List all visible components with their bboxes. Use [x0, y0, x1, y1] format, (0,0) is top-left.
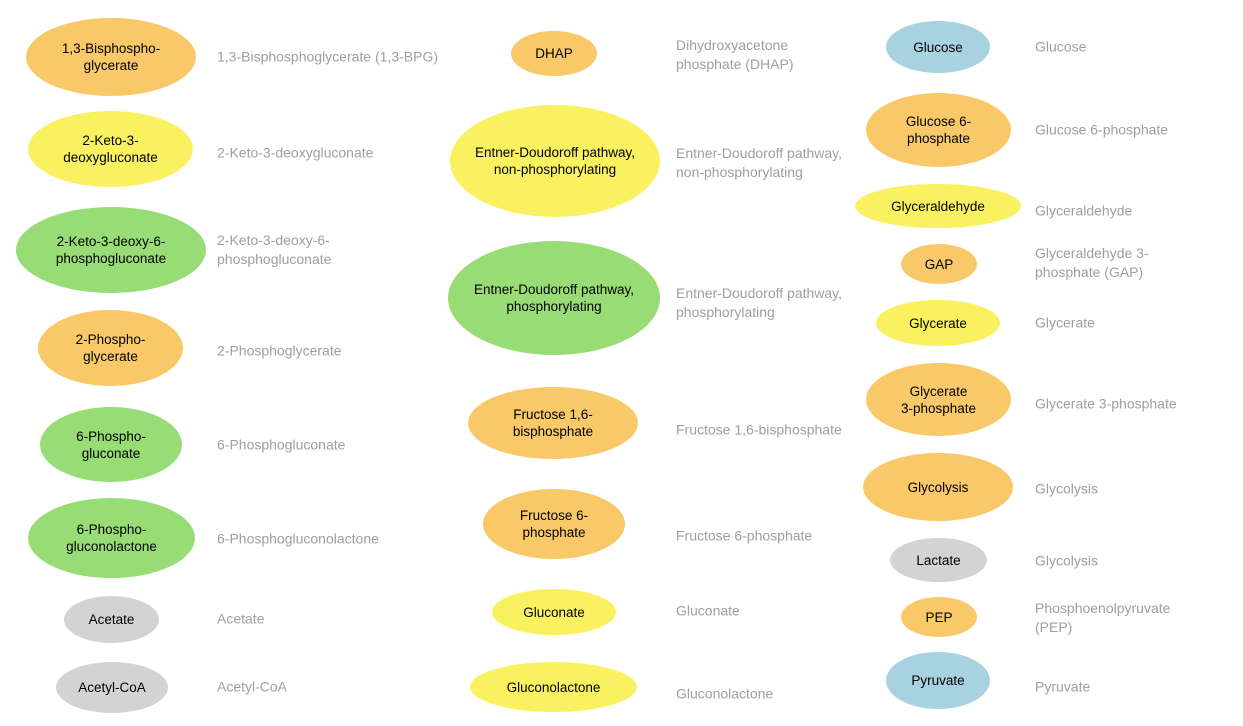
shape-label: DHAP — [535, 46, 573, 61]
label-gluconolactone: Gluconolactone — [676, 685, 774, 702]
shape-label: Entner-Doudoroff pathway, non-phosphoryl… — [474, 145, 636, 177]
shape-glycerate[interactable]: Glycerate — [876, 300, 1000, 346]
label-glycerate: Glycerate — [1035, 314, 1095, 331]
shape-label: 6-Phospho- gluconate — [76, 428, 146, 461]
shape-label: Glucose 6- phosphate — [905, 114, 972, 146]
label-6-phosphogluconate: 6-Phosphogluconate — [217, 436, 346, 453]
label-glucose-6-phosphate: Glucose 6-phosphate — [1035, 121, 1169, 138]
shape-ed-pathway-non-phosphorylating[interactable]: Entner-Doudoroff pathway, non-phosphoryl… — [450, 105, 660, 217]
label-2-keto-3-deoxygluconate: 2-Keto-3-deoxygluconate — [217, 144, 374, 161]
shape-2-keto-3-deoxygluconate[interactable]: 2-Keto-3- deoxygluconate — [28, 111, 193, 187]
shape-gluconate[interactable]: Gluconate — [492, 589, 616, 635]
label-acetate: Acetate — [217, 610, 265, 627]
label-gluconate: Gluconate — [676, 602, 740, 619]
label-2-keto-3-deoxy-6-phosphogluconate: 2-Keto-3-deoxy-6- phosphogluconate — [217, 232, 332, 267]
label-6-phosphogluconolactone: 6-Phosphogluconolactone — [217, 530, 379, 547]
shape-2-keto-3-deoxy-6-phosphogluconate[interactable]: 2-Keto-3-deoxy-6- phosphogluconate — [16, 207, 206, 293]
shape-fructose-6-phosphate[interactable]: Fructose 6- phosphate — [483, 489, 625, 559]
label-glyceraldehyde: Glyceraldehyde — [1035, 202, 1133, 219]
shape-label: 2-Keto-3- deoxygluconate — [63, 133, 158, 165]
label-pyruvate: Pyruvate — [1035, 678, 1091, 695]
shape-label: Fructose 6- phosphate — [519, 508, 589, 540]
shape-1-3-bisphosphoglycerate[interactable]: 1,3-Bisphospho- glycerate — [26, 18, 196, 96]
shape-glycolysis[interactable]: Glycolysis — [863, 453, 1013, 521]
shape-label: Gluconate — [523, 604, 585, 620]
label-fructose-1-6-bisphosphate: Fructose 1,6-bisphosphate — [676, 421, 842, 438]
label-2-phosphoglycerate: 2-Phosphoglycerate — [217, 342, 342, 359]
label-glucose: Glucose — [1035, 38, 1087, 55]
label-ed-pathway-phosphorylating: Entner-Doudoroff pathway, phosphorylatin… — [676, 285, 843, 320]
label-fructose-6-phosphate: Fructose 6-phosphate — [676, 527, 813, 544]
label-pep: Phosphoenolpyruvate (PEP) — [1035, 600, 1171, 635]
shape-label: Pyruvate — [911, 673, 965, 688]
shape-label: 2-Keto-3-deoxy-6- phosphogluconate — [55, 234, 167, 266]
shape-label: Acetate — [88, 612, 135, 627]
shape-label: Lactate — [916, 552, 961, 568]
shape-acetyl-coa[interactable]: Acetyl-CoA — [56, 662, 168, 713]
shape-label: Glycerate — [909, 315, 967, 331]
shape-label: Gluconolactone — [506, 679, 601, 695]
shape-lactate[interactable]: Lactate — [890, 538, 987, 582]
shape-label: 2-Phospho- glycerate — [75, 332, 146, 364]
shape-label: Entner-Doudoroff pathway, phosphorylatin… — [473, 282, 635, 314]
shape-ed-pathway-phosphorylating[interactable]: Entner-Doudoroff pathway, phosphorylatin… — [448, 241, 660, 355]
label-ed-pathway-non-phosphorylating: Entner-Doudoroff pathway, non-phosphoryl… — [676, 145, 843, 180]
shape-glyceraldehyde[interactable]: Glyceraldehyde — [855, 184, 1021, 228]
shape-glucose[interactable]: Glucose — [886, 21, 990, 73]
shape-label: Glyceraldehyde — [891, 198, 985, 214]
shape-pyruvate[interactable]: Pyruvate — [886, 652, 990, 709]
shape-label: Glucose — [913, 39, 963, 55]
label-1-3-bisphosphoglycerate: 1,3-Bisphosphoglycerate (1,3-BPG) — [217, 48, 438, 65]
shape-label: Fructose 1,6- bisphosphate — [512, 407, 594, 439]
shape-6-phosphogluconolactone[interactable]: 6-Phospho- gluconolactone — [28, 498, 195, 578]
shape-acetate[interactable]: Acetate — [64, 596, 159, 643]
label-dhap: Dihydroxyacetone phosphate (DHAP) — [676, 37, 794, 72]
shape-pep[interactable]: PEP — [901, 597, 977, 637]
label-acetyl-coa: Acetyl-CoA — [217, 678, 288, 695]
shape-label: GAP — [924, 256, 954, 272]
shape-2-phosphoglycerate[interactable]: 2-Phospho- glycerate — [38, 310, 183, 386]
shape-glycerate-3-phosphate[interactable]: Glycerate 3-phosphate — [866, 363, 1011, 436]
shape-label: 1,3-Bisphospho- glycerate — [61, 41, 161, 73]
shape-fructose-1-6-bisphosphate[interactable]: Fructose 1,6- bisphosphate — [468, 387, 638, 459]
label-lactate: Glycolysis — [1035, 552, 1099, 569]
shape-label: Glycerate 3-phosphate — [900, 383, 977, 416]
label-gap: Glyceraldehyde 3- phosphate (GAP) — [1035, 245, 1149, 280]
shape-label: Acetyl-CoA — [78, 680, 146, 695]
shape-6-phosphogluconate[interactable]: 6-Phospho- gluconate — [40, 407, 182, 482]
label-glycolysis: Glycolysis — [1035, 480, 1099, 497]
shape-label: PEP — [925, 609, 953, 625]
shape-label: 6-Phospho- gluconolactone — [66, 522, 157, 554]
shape-label: Glycolysis — [907, 479, 969, 495]
label-glycerate-3-phosphate: Glycerate 3-phosphate — [1035, 395, 1177, 412]
shape-gap[interactable]: GAP — [901, 244, 977, 284]
shape-gluconolactone[interactable]: Gluconolactone — [470, 662, 637, 712]
shape-dhap[interactable]: DHAP — [511, 31, 597, 76]
shape-glucose-6-phosphate[interactable]: Glucose 6- phosphate — [866, 93, 1011, 167]
